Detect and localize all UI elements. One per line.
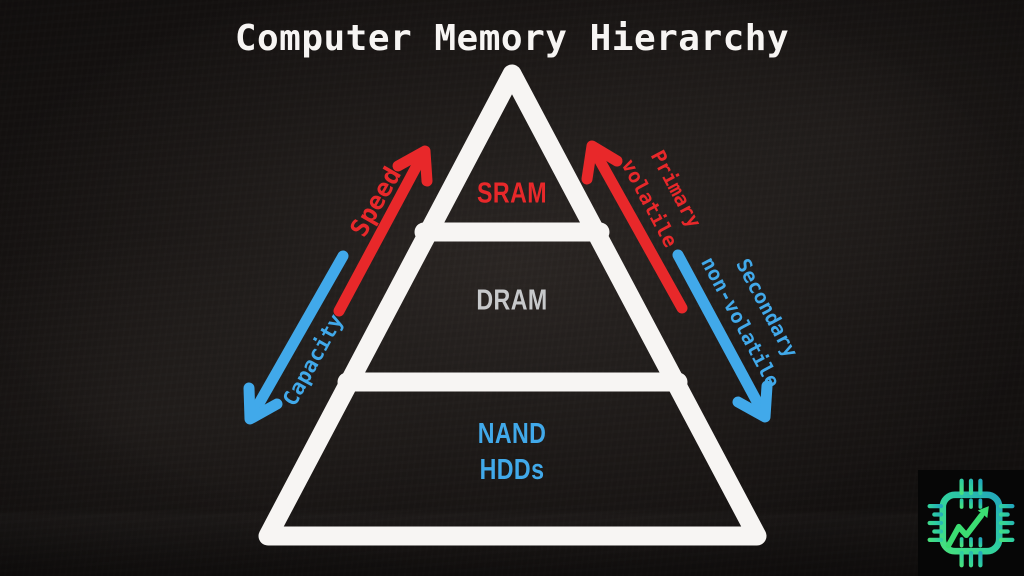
speed-up-arrow bbox=[333, 145, 433, 317]
level-label-sram: SRAM bbox=[477, 177, 547, 210]
level-label-hdds: HDDs bbox=[479, 454, 545, 486]
trend-up-arrow-icon bbox=[945, 506, 989, 549]
pyramid-outline bbox=[258, 64, 767, 546]
page-title: Computer Memory Hierarchy bbox=[234, 18, 790, 59]
secondary-nonvolatile-down-arrow bbox=[672, 249, 773, 423]
primary-volatile-up-arrow bbox=[581, 140, 688, 314]
level-label-nand-hdds: NAND HDDs bbox=[478, 416, 547, 488]
capacity-down-arrow bbox=[243, 250, 349, 425]
chip-trend-up-icon bbox=[927, 478, 1015, 568]
level-label-dram: DRAM bbox=[476, 284, 548, 317]
logo bbox=[918, 470, 1024, 576]
level-label-nand: NAND bbox=[477, 418, 547, 450]
